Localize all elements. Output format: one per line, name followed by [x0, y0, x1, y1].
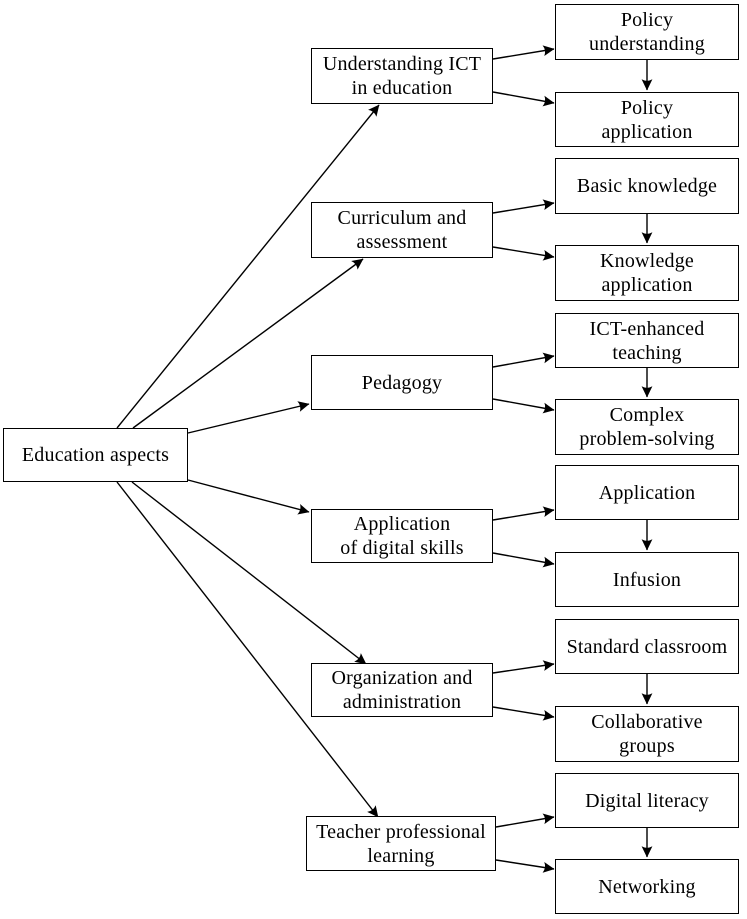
node-digital-literacy: Digital literacy — [555, 773, 739, 828]
edge-understanding-ict-policy-understanding — [492, 45, 555, 60]
node-policy-understanding: Policy understanding — [555, 4, 739, 60]
node-label: Education aspects — [21, 444, 170, 466]
node-ict-enhanced-teaching: ICT-enhanced teaching — [555, 313, 739, 368]
edge-curriculum-basic-knowledge — [492, 199, 555, 214]
edge-pedagogy-ict-enhanced-teaching — [492, 352, 555, 368]
node-label: Curriculum and assessment — [337, 207, 467, 253]
node-basic-knowledge: Basic knowledge — [555, 158, 739, 214]
node-label: Organization and administration — [331, 667, 473, 713]
node-label: Collaborative groups — [591, 711, 703, 757]
node-infusion: Infusion — [555, 552, 739, 607]
node-label: ICT-enhanced teaching — [589, 317, 705, 364]
node-teacher-professional-learning: Teacher professional learning — [306, 816, 496, 871]
node-label: Networking — [598, 875, 696, 898]
edge-pedagogy-complex-problem-solving — [492, 398, 555, 414]
node-label: Knowledge application — [600, 250, 694, 296]
node-label: Application — [598, 481, 696, 504]
node-application-of-digital-skills: Application of digital skills — [311, 509, 493, 563]
node-understanding-ict-in-education: Understanding ICT in education — [311, 48, 493, 104]
node-label: Pedagogy — [361, 371, 443, 394]
edge-teacher-learning-networking — [495, 859, 555, 873]
node-label: Standard classroom — [566, 635, 728, 658]
edge-understanding-ict-policy-application — [492, 91, 555, 107]
edge-digital-skills-application — [492, 506, 555, 521]
edge-root-pedagogy — [187, 401, 310, 434]
edge-root-curriculum — [132, 258, 364, 429]
node-label: Complex problem-solving — [579, 404, 715, 450]
node-pedagogy: Pedagogy — [311, 355, 493, 410]
node-label: Application of digital skills — [340, 513, 464, 559]
node-label: Digital literacy — [585, 789, 709, 812]
node-networking: Networking — [555, 859, 739, 914]
edge-organization-standard-classroom — [492, 660, 555, 674]
node-label: Policy application — [601, 96, 693, 143]
edge-curriculum-knowledge-application — [492, 246, 555, 261]
edge-organization-collaborative-groups — [492, 706, 555, 721]
node-label: Understanding ICT in education — [322, 53, 482, 99]
node-organization-and-administration: Organization and administration — [311, 663, 493, 717]
node-application: Application — [555, 465, 739, 520]
node-label: Teacher professional learning — [316, 820, 486, 867]
node-collaborative-groups: Collaborative groups — [555, 706, 739, 762]
node-label: Basic knowledge — [576, 175, 718, 197]
node-curriculum-and-assessment: Curriculum and assessment — [311, 202, 493, 258]
node-policy-application: Policy application — [555, 92, 739, 147]
node-complex-problem-solving: Complex problem-solving — [555, 399, 739, 455]
edge-root-digital-skills — [187, 479, 310, 515]
node-standard-classroom: Standard classroom — [555, 619, 739, 674]
edge-digital-skills-infusion — [492, 552, 555, 568]
node-knowledge-application: Knowledge application — [555, 245, 739, 301]
edge-teacher-learning-digital-literacy — [495, 813, 555, 828]
edge-root-understanding-ict — [116, 104, 380, 429]
edge-root-teacher-learning — [116, 481, 379, 818]
node-label: Policy understanding — [589, 9, 705, 55]
node-education-aspects: Education aspects — [3, 428, 188, 482]
node-label: Infusion — [612, 568, 682, 591]
edge-root-organization — [131, 481, 367, 665]
